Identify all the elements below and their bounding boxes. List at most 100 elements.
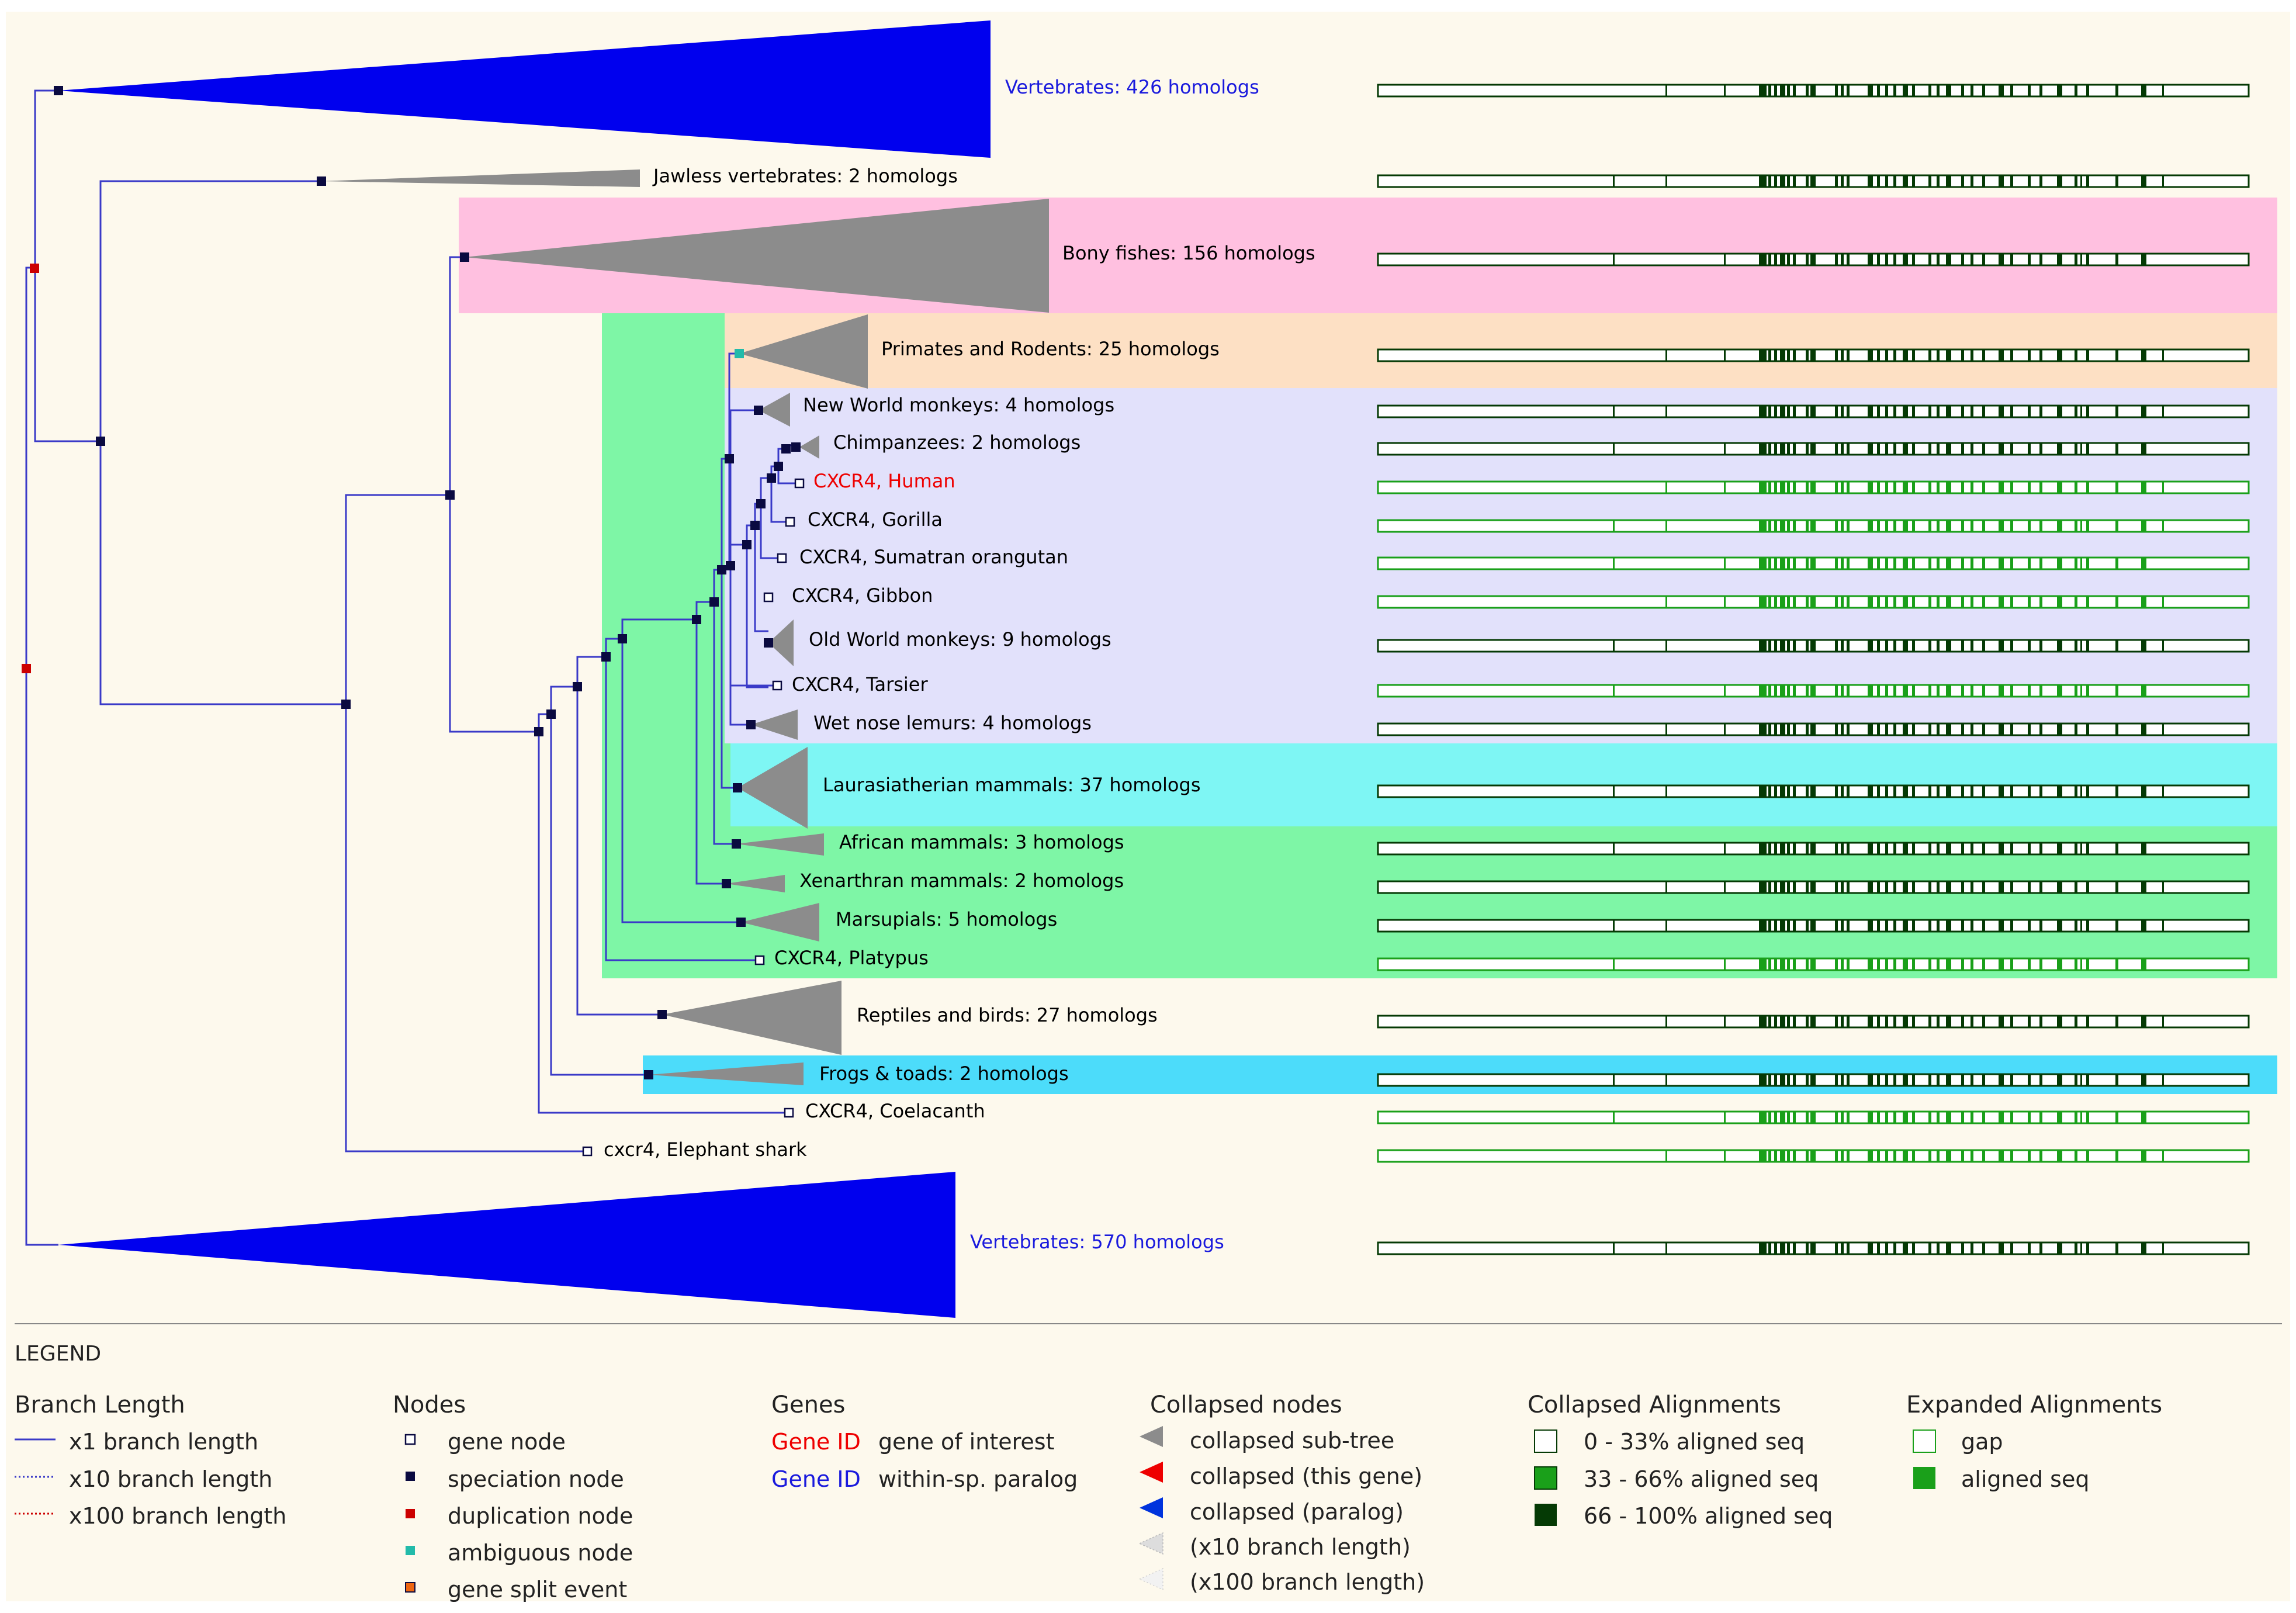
ambiguous-node[interactable] — [735, 349, 744, 358]
speciation-node[interactable] — [341, 700, 351, 709]
alignment-block — [2010, 724, 2013, 735]
speciation-node[interactable] — [317, 176, 326, 186]
alignment-block — [1868, 881, 1873, 893]
speciation-node[interactable] — [709, 597, 719, 607]
collapsed-subtree-icon[interactable] — [751, 709, 798, 740]
speciation-node[interactable] — [573, 682, 582, 691]
speciation-node[interactable] — [746, 720, 756, 729]
duplication-node[interactable] — [30, 264, 39, 273]
alignment-block — [2141, 920, 2146, 932]
speciation-node[interactable] — [791, 442, 801, 452]
speciation-node[interactable] — [692, 615, 701, 624]
speciation-node[interactable] — [756, 499, 766, 508]
clade-label-frogs-toads[interactable]: Frogs & toads: 2 homologs — [819, 1062, 1069, 1085]
clade-label-bony-fishes[interactable]: Bony fishes: 156 homologs — [1062, 242, 1315, 264]
collapsed-subtree-icon[interactable] — [321, 169, 640, 187]
gene-id-interest: Gene ID — [771, 1429, 861, 1455]
speciation-node[interactable] — [733, 783, 742, 792]
gene-node[interactable] — [772, 680, 782, 691]
alignment-block — [1613, 640, 1615, 652]
clade-label-new-world-monkeys[interactable]: New World monkeys: 4 homologs — [803, 394, 1114, 416]
gene-node[interactable] — [794, 478, 805, 489]
collapsed-subtree-icon[interactable] — [799, 435, 819, 459]
gene-label-tarsier[interactable]: CXCR4, Tarsier — [792, 673, 928, 695]
clade-label-vertebrates-426[interactable]: Vertebrates: 426 homologs — [1005, 76, 1259, 98]
collapsed-subtree-icon[interactable] — [737, 747, 808, 829]
speciation-node[interactable] — [54, 86, 63, 95]
collapsed-subtree-icon[interactable] — [759, 393, 790, 427]
gene-label-elephant-shark[interactable]: cxcr4, Elephant shark — [604, 1138, 807, 1161]
collapsed-subtree-icon[interactable] — [736, 833, 824, 856]
clade-label-marsupials[interactable]: Marsupials: 5 homologs — [836, 908, 1057, 930]
gene-label-human[interactable]: CXCR4, Human — [813, 470, 955, 492]
gene-label-coelacanth[interactable]: CXCR4, Coelacanth — [805, 1100, 985, 1122]
gene-node[interactable] — [785, 517, 795, 527]
speciation-node[interactable] — [445, 490, 455, 500]
speciation-node[interactable] — [534, 727, 543, 736]
alignment-block — [1928, 1016, 1931, 1027]
speciation-node[interactable] — [717, 565, 726, 574]
gene-node[interactable] — [784, 1107, 794, 1118]
gene-label-gorilla[interactable]: CXCR4, Gorilla — [808, 508, 943, 531]
clade-label-jawless-vertebrates[interactable]: Jawless vertebrates: 2 homologs — [652, 165, 958, 187]
alignment-block — [1999, 843, 2004, 854]
gene-node[interactable] — [582, 1146, 593, 1157]
speciation-node[interactable] — [657, 1010, 667, 1019]
alignment-block — [1764, 443, 1767, 455]
clade-label-wet-nose-lemurs[interactable]: Wet nose lemurs: 4 homologs — [813, 712, 1092, 734]
alignment-block — [1806, 724, 1809, 735]
alignment-block — [1946, 175, 1951, 187]
collapsed-subtree-icon[interactable] — [649, 1062, 804, 1085]
collapsed-subtree-icon[interactable] — [739, 314, 868, 389]
collapsed-paralog-icon[interactable] — [58, 1172, 955, 1318]
speciation-node[interactable] — [764, 638, 773, 648]
alignment-block — [1806, 1242, 1809, 1254]
collapsed-subtree-icon[interactable] — [741, 903, 819, 942]
gene-label-platypus[interactable]: CXCR4, Platypus — [774, 947, 929, 969]
collapsed-subtree-icon[interactable] — [465, 199, 1049, 313]
gene-node[interactable] — [763, 592, 774, 603]
gene-label-sumatran-orangutan[interactable]: CXCR4, Sumatran orangutan — [799, 546, 1068, 568]
speciation-node[interactable] — [781, 444, 791, 454]
speciation-node[interactable] — [725, 454, 734, 463]
speciation-node[interactable] — [736, 918, 746, 927]
speciation-node[interactable] — [546, 709, 556, 719]
speciation-node[interactable] — [601, 652, 611, 662]
clade-label-xenarthran-mammals[interactable]: Xenarthran mammals: 2 homologs — [799, 870, 1124, 892]
speciation-node[interactable] — [732, 839, 741, 849]
collapsed-subtree-icon[interactable] — [768, 619, 794, 666]
alignment-block — [2057, 254, 2062, 265]
clade-label-vertebrates-570[interactable]: Vertebrates: 570 homologs — [970, 1231, 1224, 1253]
speciation-node[interactable] — [618, 634, 627, 643]
speciation-node[interactable] — [722, 879, 731, 888]
speciation-node[interactable] — [774, 462, 783, 471]
duplication-node[interactable] — [22, 664, 31, 673]
collapsed-subtree-icon[interactable] — [726, 875, 785, 892]
alignment-block — [1903, 406, 1908, 417]
alignment-block — [1764, 724, 1767, 735]
collapsed-subtree-icon[interactable] — [662, 981, 841, 1055]
gene-node[interactable] — [777, 553, 787, 563]
speciation-node[interactable] — [750, 521, 760, 530]
clade-label-old-world-monkeys[interactable]: Old World monkeys: 9 homologs — [809, 628, 1111, 650]
alignment-block — [1903, 85, 1908, 96]
speciation-node[interactable] — [726, 561, 735, 570]
gene-node[interactable] — [754, 955, 765, 965]
clade-label-primates-rodents[interactable]: Primates and Rodents: 25 homologs — [881, 338, 1220, 360]
speciation-node[interactable] — [460, 252, 469, 262]
alignment-block — [1780, 1074, 1785, 1086]
alignment-block — [2028, 640, 2031, 652]
gene-label-gibbon[interactable]: CXCR4, Gibbon — [792, 584, 933, 607]
speciation-node[interactable] — [767, 473, 776, 483]
alignment-block — [1946, 1016, 1951, 1027]
speciation-node[interactable] — [644, 1070, 653, 1079]
collapsed-paralog-icon[interactable] — [58, 20, 991, 158]
speciation-node[interactable] — [96, 437, 105, 446]
alignment-block — [1806, 520, 1809, 532]
clade-label-reptiles-birds[interactable]: Reptiles and birds: 27 homologs — [857, 1004, 1158, 1026]
clade-label-laurasiatherian-mammals[interactable]: Laurasiatherian mammals: 37 homologs — [823, 774, 1200, 796]
speciation-node[interactable] — [754, 406, 763, 415]
speciation-node[interactable] — [742, 540, 752, 549]
clade-label-chimpanzees[interactable]: Chimpanzees: 2 homologs — [833, 431, 1081, 454]
clade-label-african-mammals[interactable]: African mammals: 3 homologs — [839, 831, 1124, 853]
